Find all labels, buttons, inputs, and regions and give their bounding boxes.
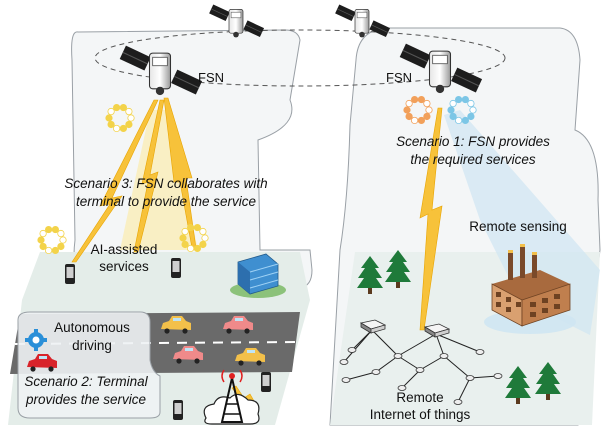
iot-label-line2: Internet of things bbox=[370, 407, 471, 422]
fsn-label-right: FSN bbox=[386, 70, 412, 85]
orbit-path bbox=[94, 29, 506, 87]
dots-ring-fsn-right-blue bbox=[447, 95, 477, 125]
ai-services-label-line1: AI-assisted bbox=[91, 242, 158, 257]
phone-icon-right bbox=[171, 258, 181, 278]
satellite-icon-top-right bbox=[334, 4, 391, 38]
gear-icon bbox=[25, 329, 47, 351]
ai-services-label-line2: services bbox=[99, 259, 149, 274]
scenario1-label-line2: the required services bbox=[410, 152, 536, 167]
iot-label-line1: Remote bbox=[396, 390, 443, 405]
lightning-links bbox=[71, 97, 443, 413]
dotted-rings bbox=[37, 95, 477, 255]
dots-ring-ai-right bbox=[179, 223, 209, 253]
phone-icon-bottom-left bbox=[173, 400, 183, 420]
phone-icon-left bbox=[65, 264, 75, 284]
autonomous-driving-line1: Autonomous bbox=[54, 320, 130, 335]
antenna-tower-icon bbox=[220, 369, 244, 423]
fsn-label-left: FSN bbox=[198, 70, 224, 85]
scenario3-label-line2: terminal to provide the service bbox=[76, 194, 256, 209]
factory-icon bbox=[484, 244, 576, 334]
scenario2-label-line2: provides the service bbox=[25, 392, 146, 407]
dots-ring-fsn-left bbox=[105, 103, 135, 133]
scenario2-bubble bbox=[17, 311, 161, 419]
iot-network bbox=[343, 329, 499, 403]
autonomous-driving-line2: driving bbox=[72, 338, 112, 353]
scenario3-label-line1: Scenario 3: FSN collaborates with bbox=[64, 176, 267, 191]
scenario2-label-line1: Scenario 2: Terminal bbox=[24, 374, 148, 389]
beam-left-ai bbox=[120, 110, 198, 250]
building-icon bbox=[230, 253, 286, 298]
dots-ring-fsn-right-orange bbox=[403, 95, 433, 125]
remote-sensing-label: Remote sensing bbox=[469, 219, 567, 234]
beam-right-sensing bbox=[444, 110, 600, 335]
phone-icon-bottom-right bbox=[261, 372, 271, 392]
scenario1-label-line1: Scenario 1: FSN provides bbox=[396, 134, 550, 149]
dots-ring-ai-left bbox=[37, 225, 67, 255]
cloud-icon bbox=[203, 393, 260, 425]
